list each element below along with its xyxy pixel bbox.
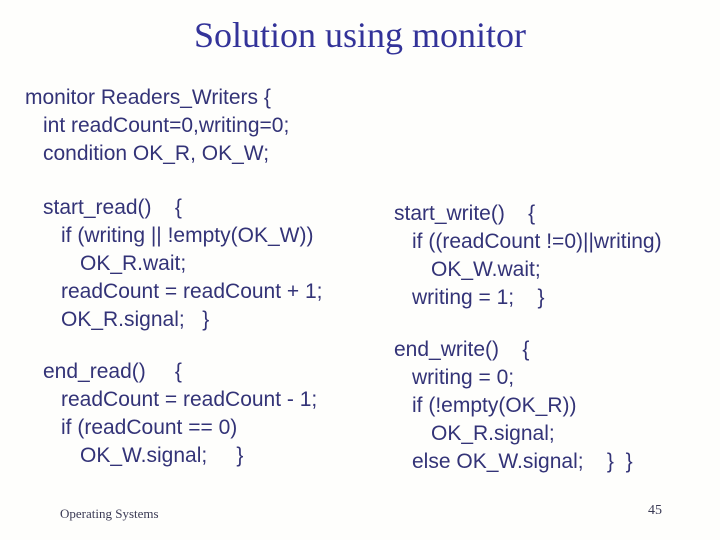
code-block-monitor-declaration: monitor Readers_Writers { int readCount=…: [25, 84, 289, 168]
code-line: OK_W.wait;: [431, 258, 541, 281]
code-line: monitor Readers_Writers {: [25, 86, 271, 109]
code-line: readCount = readCount - 1;: [61, 388, 318, 411]
code-line: readCount = readCount + 1;: [61, 280, 323, 303]
code-line: if (readCount == 0): [61, 416, 238, 439]
code-line: end_read() {: [43, 360, 182, 383]
code-line: if (!empty(OK_R)): [412, 394, 577, 417]
code-block-start-read: start_read() { if (writing || !empty(OK_…: [43, 194, 323, 334]
code-line: OK_R.wait;: [80, 252, 187, 275]
code-line: OK_R.signal; }: [61, 308, 210, 331]
code-line: condition OK_R, OK_W;: [43, 142, 270, 165]
code-line: end_write() {: [394, 338, 530, 361]
code-block-end-read: end_read() { readCount = readCount - 1; …: [43, 358, 317, 470]
code-line: if ((readCount !=0)||writing): [412, 230, 662, 253]
code-block-start-write: start_write() { if ((readCount !=0)||wri…: [394, 200, 662, 312]
code-line: if (writing || !empty(OK_W)): [61, 224, 314, 247]
code-block-end-write: end_write() { writing = 0; if (!empty(OK…: [394, 336, 633, 476]
code-line: start_read() {: [43, 196, 182, 219]
code-line: OK_W.signal; }: [80, 444, 244, 467]
slide-title: Solution using monitor: [193, 15, 527, 55]
code-line: int readCount=0,writing=0;: [43, 114, 290, 137]
code-line: writing = 1; }: [412, 286, 545, 309]
footer-page-number: 45: [648, 503, 662, 518]
footer-course-name: Operating Systems: [60, 506, 159, 521]
code-line: writing = 0;: [412, 366, 515, 389]
code-line: else OK_W.signal; } }: [412, 450, 633, 473]
code-line: start_write() {: [394, 202, 536, 225]
code-line: OK_R.signal;: [431, 422, 555, 445]
